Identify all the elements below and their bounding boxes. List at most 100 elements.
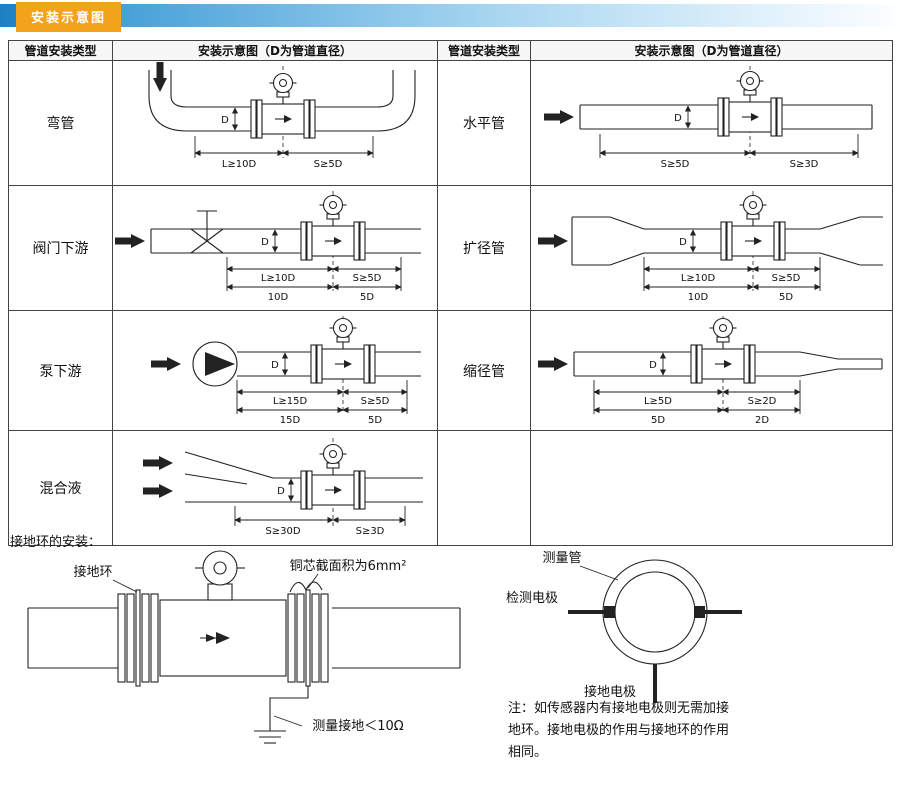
diagram-cell: D L≥5D S≥2D 5D 2D [530, 310, 893, 431]
dim-label: 5D [368, 415, 382, 425]
pipe [570, 216, 883, 266]
dim-label: L≥10D [222, 159, 257, 170]
flowmeter-body [159, 550, 287, 677]
dim-label: 2D [754, 415, 768, 425]
d-label: D [261, 237, 269, 248]
detection-electrodes [568, 606, 742, 618]
type-horizontal-pipe: 水平管 [437, 60, 531, 186]
dimension-D: D [649, 352, 666, 376]
type-valve-downstream: 阀门下游 [8, 185, 113, 311]
dimension-D: D [674, 105, 691, 129]
col-header-diagram-right: 安装示意图（D为管道直径） [530, 40, 893, 61]
flowmeter-symbol [310, 317, 376, 384]
dim-label: S≥5D [660, 159, 689, 170]
flow-direction-arrow [151, 357, 181, 371]
leader-line [307, 573, 319, 589]
dim-label: S≥5D [353, 273, 382, 284]
diagram-cell: D L≥10D S≥5D [112, 60, 438, 186]
measure-ground-label: 测量接地＜10Ω [312, 718, 404, 734]
dimension-D: D [679, 229, 696, 253]
dim-label: L≥15D [273, 396, 308, 407]
left-flange-and-ring [117, 589, 159, 687]
flowmeter-symbol [300, 194, 366, 261]
note-line: 注：如传感器内有接地电极则无需加接 [508, 701, 730, 716]
table-row: 弯管 [8, 60, 893, 186]
dim-label: S≥2D [747, 396, 776, 407]
dim-label: 15D [280, 415, 301, 425]
pipe [237, 351, 421, 377]
dim-label: 10D [687, 292, 708, 303]
table-row: 阀门下游 [8, 185, 893, 311]
installation-table: 管道安装类型 安装示意图（D为管道直径） 管道安装类型 安装示意图（D为管道直径… [8, 40, 893, 546]
dimension-D: D [271, 352, 289, 376]
empty-type-cell [437, 430, 531, 546]
diagram-cell: D S≥5D S≥3D [530, 60, 893, 186]
dimension-lines [226, 257, 402, 291]
pipe [578, 104, 873, 130]
table-row: 泵下游 [8, 310, 893, 431]
col-header-type-left: 管道安装类型 [8, 40, 113, 61]
flowmeter-symbol [719, 194, 786, 261]
dim-label: 5D [360, 292, 374, 303]
dimension-D: D [261, 229, 279, 253]
dim-label: L≥5D [643, 396, 671, 407]
d-label: D [271, 360, 279, 371]
flow-direction-arrow [143, 484, 173, 498]
grounding-ring-label: 接地环 [73, 564, 112, 580]
dimension-lines [598, 134, 859, 158]
valve-symbol [190, 210, 224, 254]
diagram-cell: D L≥15D S≥5D 15D 5D [112, 310, 438, 431]
dim-label: S≥5D [361, 396, 390, 407]
pump-symbol [192, 341, 238, 387]
note-line: 地环。接地电极的作用与接地环的作用 [508, 723, 730, 738]
flow-direction-arrow [543, 110, 574, 124]
type-bent-pipe: 弯管 [8, 60, 113, 186]
diagram-expander-pipe: D L≥10D S≥5D 10D 5D [537, 191, 883, 303]
flow-direction-arrow [115, 234, 145, 248]
pipe [150, 228, 421, 254]
flowmeter-symbol [250, 72, 316, 139]
flowmeter-symbol [716, 70, 783, 137]
diagram-cell: D L≥10D S≥5D 10D 5D [530, 185, 893, 311]
dim-label: S≥3D [789, 159, 818, 170]
dim-label: S≥5D [314, 159, 343, 170]
flowmeter-symbol [689, 317, 756, 384]
pipe [27, 607, 461, 669]
dimension-D: D [277, 478, 295, 502]
type-expander-pipe: 扩径管 [437, 185, 531, 311]
measuring-tube-label: 测量管 [542, 551, 581, 566]
leader-line [112, 579, 138, 593]
dimension-lines [236, 380, 408, 414]
diagram-grounding-ring-install: 接地环 铜芯截面积为6mm² 测量接地＜10Ω [27, 550, 461, 744]
d-label: D [674, 113, 682, 124]
pipe [572, 351, 883, 377]
dimension-D: D [221, 107, 239, 131]
header-bar: 安装示意图 [0, 2, 900, 32]
flow-direction-arrow [153, 62, 167, 92]
leader-line [273, 715, 303, 727]
pipe [148, 70, 416, 132]
dimension-lines [194, 136, 374, 158]
dim-label: S≥3D [356, 526, 385, 537]
ground-symbol [254, 730, 286, 744]
pipe [185, 477, 423, 503]
dimension-lines [592, 380, 801, 414]
flow-direction-arrow [537, 234, 568, 248]
grounding-section-title: 接地环的安装： [10, 535, 102, 550]
dim-label: 5D [778, 292, 792, 303]
leader-line [579, 565, 619, 581]
d-label: D [679, 237, 687, 248]
col-header-diagram-left: 安装示意图（D为管道直径） [112, 40, 438, 61]
table-row: 混合液 [8, 430, 893, 546]
copper-wire [269, 581, 323, 731]
diagram-reducer-pipe: D L≥5D S≥2D 5D 2D [537, 316, 883, 426]
copper-wire-label: 铜芯截面积为6mm² [290, 559, 407, 574]
empty-diagram-cell [530, 430, 893, 546]
dim-label: S≥5D [771, 273, 800, 284]
dim-label: L≥10D [261, 273, 296, 284]
col-header-type-right: 管道安装类型 [437, 40, 531, 61]
dim-label: L≥10D [680, 273, 715, 284]
d-label: D [649, 360, 657, 371]
detection-electrode-label: 检测电极 [506, 591, 558, 606]
